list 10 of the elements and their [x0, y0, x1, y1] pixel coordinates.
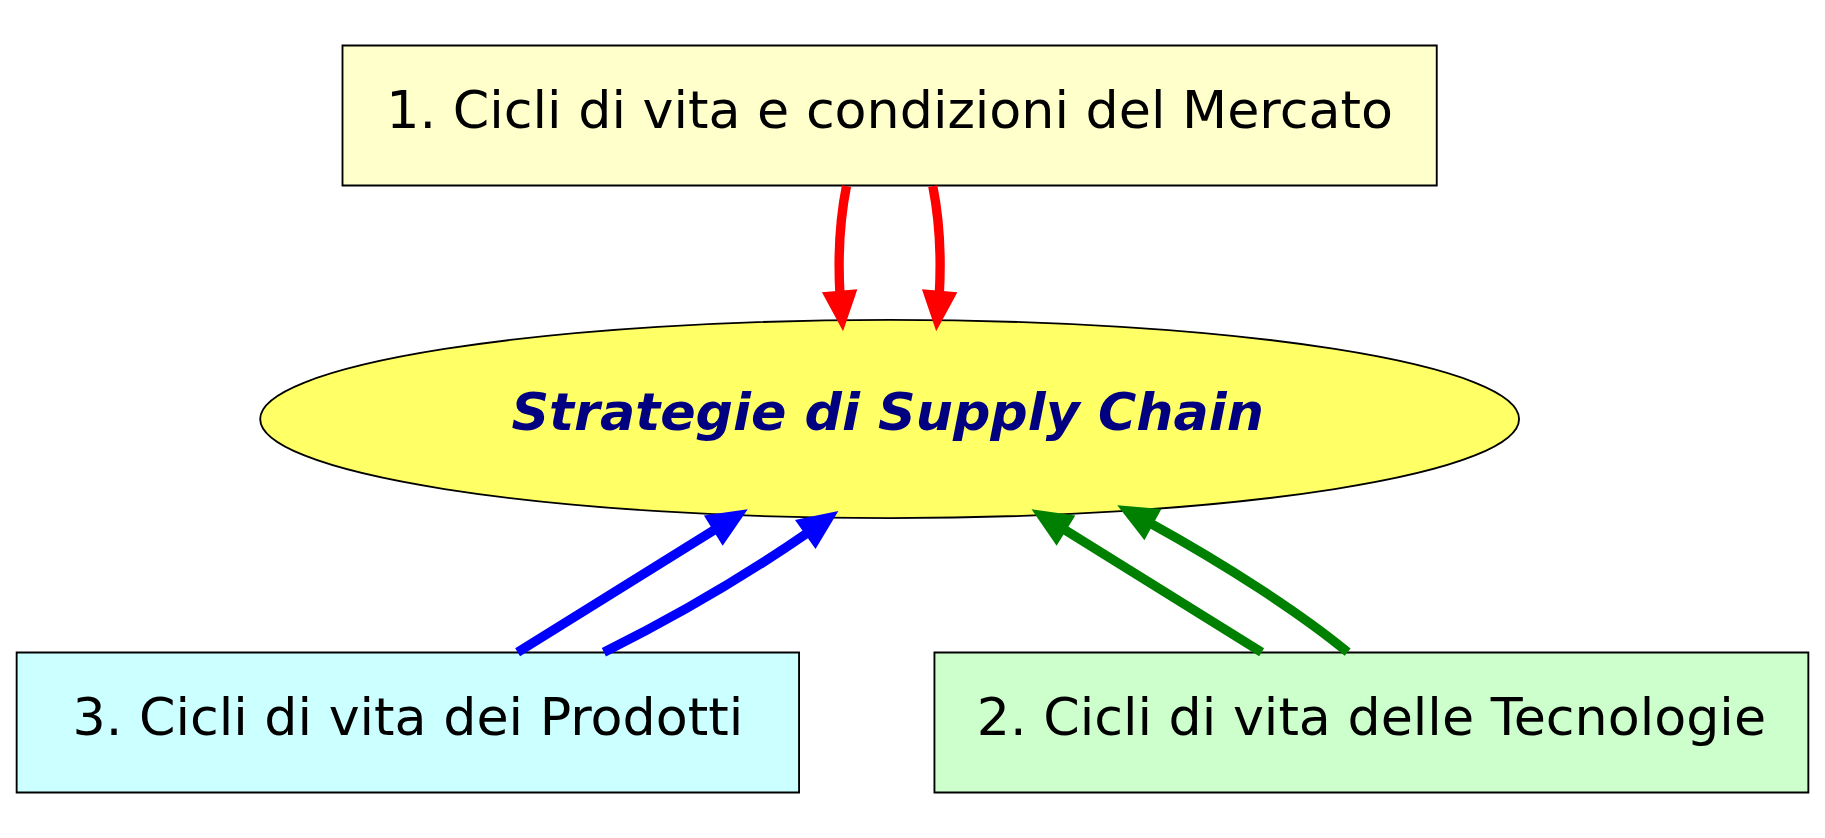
node-box: 2. Cicli di vita delle Tecnologie	[933, 651, 1810, 794]
node-box: 1. Cicli di vita e condizioni del Mercato	[341, 44, 1438, 187]
node-box: 3. Cicli di vita dei Prodotti	[15, 651, 800, 794]
arrow	[921, 185, 958, 332]
node-ellipse: Strategie di Supply Chain	[259, 318, 1520, 520]
arrow	[601, 511, 839, 657]
arrow	[1117, 505, 1351, 656]
arrow	[821, 185, 858, 332]
arrow	[1031, 509, 1265, 657]
arrow	[515, 509, 748, 657]
